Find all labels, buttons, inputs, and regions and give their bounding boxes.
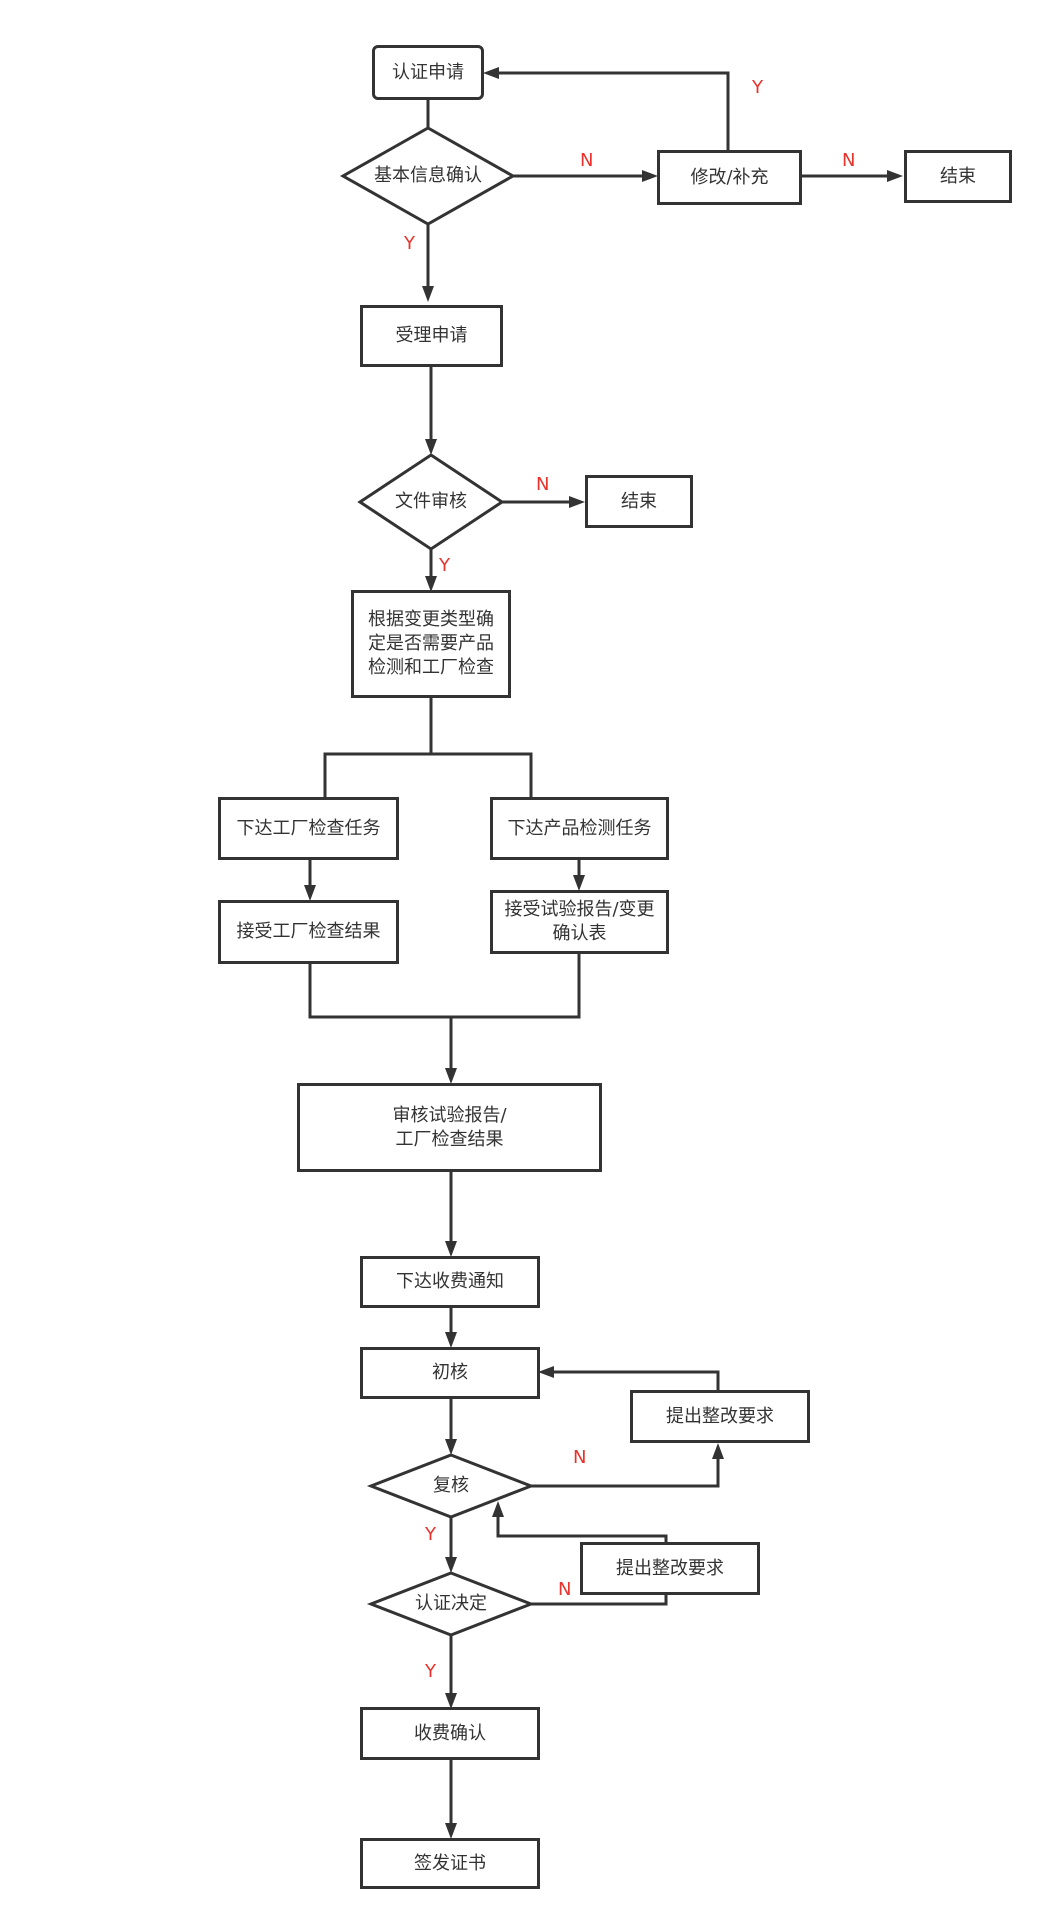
arrow-head	[483, 67, 499, 79]
edge-merge	[308, 953, 581, 1019]
arrow-head	[422, 286, 434, 302]
edge-rereview-rectify	[531, 1453, 720, 1488]
arrow-head	[445, 1439, 457, 1455]
edge-decision-rectify	[496, 1511, 668, 1606]
label-y-decision: Y	[425, 1661, 436, 1682]
arrow-head	[642, 170, 658, 182]
node-re-review: 复核	[433, 1475, 469, 1496]
node-factory-result: 接受工厂检查结果	[218, 900, 399, 964]
node-end-1: 结束	[904, 150, 1012, 203]
arrow-head	[425, 576, 437, 592]
node-decision: 认证决定	[415, 1593, 487, 1614]
edge-modify-apply	[493, 71, 730, 150]
arrow-head	[304, 885, 316, 901]
label-n-modify: N	[842, 150, 856, 171]
node-rectify-1: 提出整改要求	[630, 1390, 810, 1443]
node-end-2: 结束	[585, 475, 693, 528]
node-test-task: 下达产品检测任务	[490, 797, 669, 860]
arrow-head	[425, 439, 437, 455]
node-rectify-2: 提出整改要求	[580, 1542, 760, 1595]
arrow-head	[712, 1443, 724, 1459]
node-determine-label: 根据变更类型确定是否需要产品检测和工厂检查	[368, 609, 494, 678]
node-accept: 受理申请	[360, 305, 503, 367]
node-review-report-line1: 审核试验报告/	[392, 1104, 507, 1126]
node-review-report-line2: 工厂检查结果	[395, 1128, 504, 1150]
arrow-head	[538, 1366, 554, 1378]
arrow-head	[492, 1501, 504, 1517]
node-doc-review: 文件审核	[395, 491, 467, 512]
node-modify: 修改/补充	[657, 150, 802, 205]
label-n-decision: N	[558, 1579, 572, 1600]
label-y-modify-back: Y	[752, 77, 763, 98]
edge-split	[323, 752, 533, 797]
node-determine: 根据变更类型确定是否需要产品检测和工厂检查	[351, 590, 511, 698]
label-y-basic: Y	[404, 233, 415, 254]
node-factory-task: 下达工厂检查任务	[218, 797, 399, 860]
arrow-head	[445, 1068, 457, 1084]
label-y-doc: Y	[439, 555, 450, 576]
node-apply: 认证申请	[372, 45, 484, 100]
node-basic-check: 基本信息确认	[374, 165, 482, 186]
node-fee-notice: 下达收费通知	[360, 1256, 540, 1308]
label-y-re-review: Y	[425, 1524, 436, 1545]
node-review-report: 审核试验报告/ 工厂检查结果	[297, 1083, 602, 1172]
node-initial-review: 初核	[360, 1347, 540, 1399]
arrow-head	[445, 1557, 457, 1573]
node-issue-cert: 签发证书	[360, 1838, 540, 1889]
arrow-head	[445, 1693, 457, 1709]
arrow-head	[569, 496, 585, 508]
node-test-report: 接受试验报告/变更确认表	[490, 890, 669, 954]
label-n-doc: N	[536, 474, 550, 495]
arrow-head	[445, 1823, 457, 1839]
edge-rectify-initial	[548, 1370, 720, 1391]
arrow-head	[887, 170, 903, 182]
node-test-report-label: 接受试验报告/变更确认表	[504, 899, 655, 944]
arrow-head	[445, 1332, 457, 1348]
label-n-re-review: N	[573, 1447, 587, 1468]
arrow-head	[445, 1241, 457, 1257]
node-fee-confirm: 收费确认	[360, 1707, 540, 1760]
label-n-basic: N	[580, 150, 594, 171]
arrow-head	[573, 875, 585, 891]
